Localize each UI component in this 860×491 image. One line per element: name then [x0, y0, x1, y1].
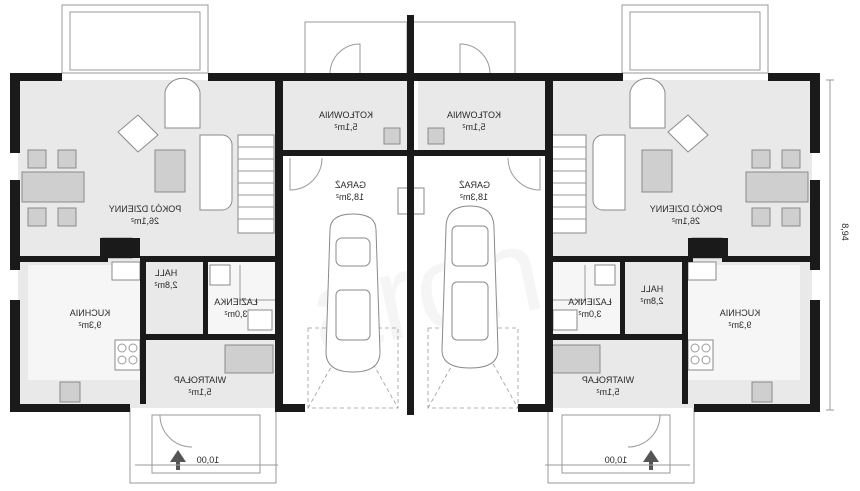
area-lazienka-left: 3,0m²	[224, 309, 247, 319]
label-hall-left: HALL	[155, 268, 178, 278]
room-labels: POKÓJ DZIENNY 26,1m² POKÓJ DZIENNY 26,1m…	[70, 110, 761, 397]
walls	[10, 15, 820, 415]
stairs	[237, 134, 587, 234]
area-kotlownia-right: 5,1m²	[462, 122, 485, 132]
area-pokoj-right: 26,1m²	[672, 216, 700, 226]
dimension-width-right: 10,00	[605, 455, 628, 465]
area-kuchnia-right: 9,3m²	[728, 320, 751, 330]
furniture-right	[550, 77, 809, 403]
car-right	[441, 205, 499, 369]
label-lazienka-left: ŁAZIENKA	[214, 297, 258, 307]
area-garaz-left: 18,3m²	[336, 192, 364, 202]
area-wiatrolap-left: 5,1m²	[188, 387, 211, 397]
area-kotlownia-left: 5,1m²	[334, 122, 357, 132]
bottom-porches	[129, 404, 695, 484]
label-wiatrolap-right: WIATROŁAP	[582, 375, 634, 385]
label-kuchnia-left: KUCHNIA	[70, 308, 111, 318]
area-wiatrolap-right: 5,1m²	[596, 387, 619, 397]
label-hall-right: HALL	[641, 284, 664, 294]
dimension-labels: 10,00 10,00 8,94	[197, 223, 850, 465]
label-garaz-right: GARAŻ	[458, 180, 490, 190]
dimension-width-left: 10,00	[197, 455, 220, 465]
boilers	[383, 127, 445, 215]
label-kotlownia-right: KOTŁOWNIA	[447, 110, 501, 120]
area-kuchnia-left: 9,3m²	[78, 320, 101, 330]
label-kuchnia-right: KUCHNIA	[720, 308, 761, 318]
label-garaz-left: GARAŻ	[334, 180, 366, 190]
furniture-left	[21, 77, 275, 403]
label-pokoj-left: POKÓJ DZIENNY	[109, 204, 182, 214]
car-left	[325, 213, 381, 373]
area-garaz-right: 18,3m²	[460, 192, 488, 202]
dimension-lines	[135, 79, 834, 466]
area-lazienka-right: 3,0m²	[578, 309, 601, 319]
label-pokoj-right: POKÓJ DZIENNY	[650, 204, 723, 214]
label-kotlownia-left: KOTŁOWNIA	[319, 110, 373, 120]
area-pokoj-left: 26,1m²	[131, 216, 159, 226]
label-wiatrolap-left: WIATROŁAP	[174, 375, 226, 385]
dimension-depth: 8,94	[840, 223, 850, 241]
label-lazienka-right: ŁAZIENKA	[568, 297, 612, 307]
area-hall-right: 2,8m²	[640, 296, 663, 306]
area-hall-left: 2,8m²	[154, 280, 177, 290]
entrance-arrows	[170, 450, 659, 470]
top-terraces	[61, 4, 769, 75]
